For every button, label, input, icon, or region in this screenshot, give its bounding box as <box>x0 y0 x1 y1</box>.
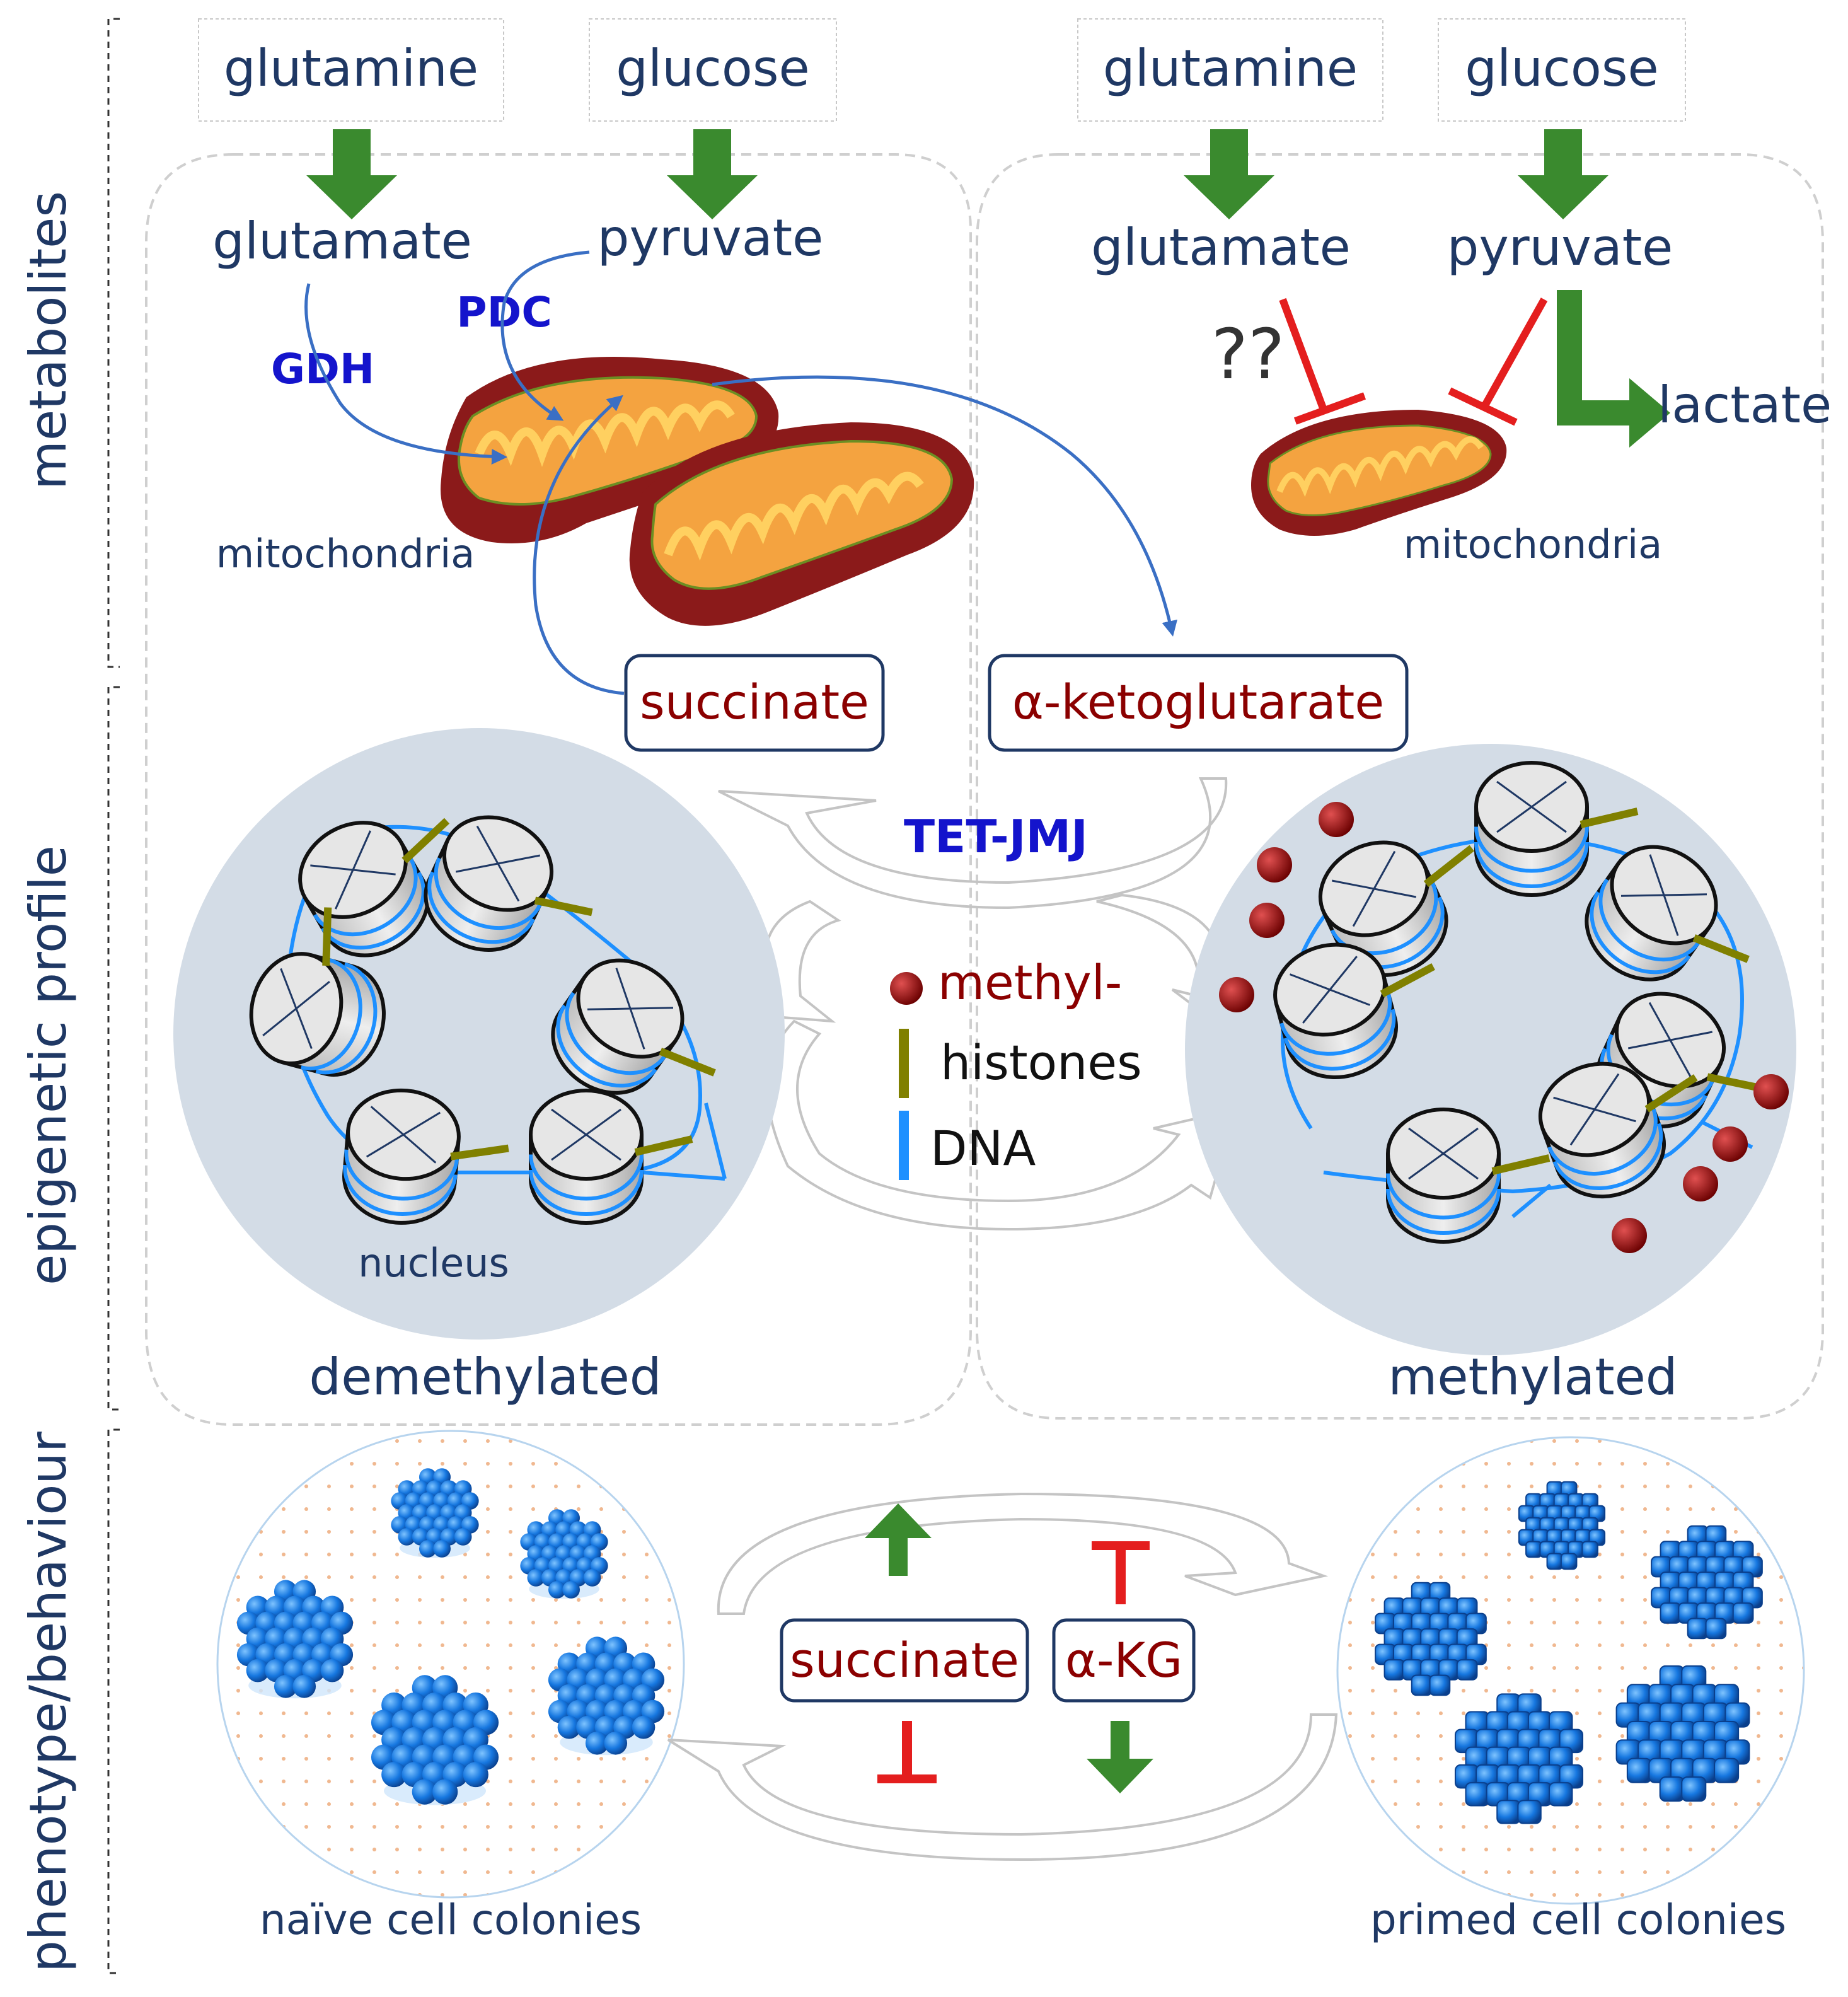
legend-methyl-swatch <box>890 972 923 1005</box>
mitochondria-label-right: mitochondria <box>1404 521 1663 567</box>
primed-colony-2 <box>1375 1582 1487 1696</box>
cycle-arrows-phenotype <box>667 1492 1338 1861</box>
legend-dna-swatch <box>899 1111 909 1180</box>
nucleosome-left-0 <box>298 818 450 958</box>
naive-colony-0 <box>391 1468 479 1558</box>
nucleosome-left-5 <box>529 1089 693 1225</box>
succinate-box <box>624 654 885 752</box>
mitochondrion-right <box>1251 410 1507 536</box>
glutamine-box-right <box>1077 18 1383 122</box>
pyruvate-label-left: pyruvate <box>598 209 824 267</box>
legend: methyl- histones DNA <box>890 954 1142 1180</box>
methyl-group-1 <box>1257 847 1292 883</box>
naive-colonies-label: naïve cell colonies <box>260 1896 642 1944</box>
methyl-group-6 <box>1683 1166 1718 1201</box>
succinate-box-small <box>780 1618 1029 1703</box>
glutamine-label-right: glutamine <box>1103 39 1358 98</box>
inhibition-marks-right <box>1279 298 1548 426</box>
naive-colony-4 <box>548 1636 665 1756</box>
glutamine-label-left: glutamine <box>224 39 478 98</box>
methyl-group-2 <box>1249 903 1285 938</box>
methyl-group-7 <box>1612 1218 1647 1253</box>
nucleosome-right-1 <box>1474 761 1639 897</box>
nucleus-label: nucleus <box>358 1240 509 1286</box>
metabolic-flow-arrows <box>304 250 1177 695</box>
nucleosome-right-2 <box>1585 845 1750 981</box>
glucose-box-right <box>1438 18 1686 122</box>
pyruvate-label-right: pyruvate <box>1447 218 1673 277</box>
methyl-group-5 <box>1712 1126 1748 1162</box>
glucose-label-right: glucose <box>1465 39 1659 98</box>
primed-colonies <box>1375 1481 1763 1824</box>
naive-colony-1 <box>520 1509 608 1599</box>
unknown-label: ?? <box>1211 314 1285 395</box>
glutamate-label-left: glutamate <box>212 212 472 270</box>
naive-colony-3 <box>371 1675 499 1805</box>
inhibit-red-top <box>1092 1541 1150 1604</box>
mitochondrion-left-1 <box>441 357 779 543</box>
succinate-label-small: succinate <box>790 1632 1019 1688</box>
naive-colony-2 <box>236 1580 354 1699</box>
primed-colony-3 <box>1454 1693 1584 1824</box>
inhibit-red-bottom <box>877 1721 937 1783</box>
succinate-label: succinate <box>640 674 869 730</box>
legend-histones-label: histones <box>940 1034 1142 1091</box>
down-arrow-green <box>1087 1721 1153 1793</box>
methyl-groups <box>1219 802 1789 1253</box>
nucleosomes-right <box>1273 761 1765 1244</box>
glucose-box-left <box>589 18 837 122</box>
section-label-epigenetic: epigenetic profile <box>19 845 78 1285</box>
methylated-label: methylated <box>1388 1348 1677 1406</box>
glutamine-box-left <box>198 18 504 122</box>
nucleosome-right-3 <box>1273 942 1435 1079</box>
primed-colony-4 <box>1615 1665 1750 1802</box>
akg-box-small <box>1052 1618 1196 1703</box>
green-arrows-left <box>306 129 758 219</box>
akg-label-small: α-KG <box>1065 1632 1182 1688</box>
akg-label: α-ketoglutarate <box>1012 674 1384 730</box>
methyl-group-3 <box>1219 977 1254 1012</box>
methyl-group-4 <box>1753 1074 1789 1109</box>
primed-colony-0 <box>1518 1481 1606 1570</box>
lactate-label: lactate <box>1658 376 1832 434</box>
enzyme-label: TET-JMJ <box>904 810 1088 863</box>
nucleosome-left-4 <box>342 1088 509 1225</box>
section-brackets <box>107 18 120 1974</box>
nucleosome-left-3 <box>249 907 386 1077</box>
section-label-phenotype: phenotype/behaviour <box>19 1432 78 1972</box>
regulation-marks <box>865 1503 1153 1793</box>
cell-outlines <box>145 153 1824 1426</box>
nucleosomes-left <box>249 815 716 1225</box>
nucleosome-right-6 <box>1386 1108 1551 1244</box>
legend-dna-label: DNA <box>930 1120 1036 1176</box>
primed-colonies-label: primed cell colonies <box>1370 1896 1786 1944</box>
primed-colony-1 <box>1651 1525 1763 1640</box>
nucleosome-right-5 <box>1538 1062 1698 1199</box>
akg-box <box>988 654 1409 752</box>
up-arrow-green <box>865 1503 932 1576</box>
nucleosome-left-1 <box>424 815 593 952</box>
mitochondrion-left-2 <box>629 422 974 626</box>
nucleosome-left-2 <box>551 958 716 1095</box>
methyl-group-0 <box>1319 802 1354 837</box>
legend-methyl-label: methyl- <box>938 954 1122 1010</box>
naive-colonies <box>236 1468 665 1805</box>
glucose-label-left: glucose <box>616 39 810 98</box>
mitochondria-label-left: mitochondria <box>216 531 475 577</box>
section-label-metabolites: metabolites <box>19 191 78 490</box>
demethylated-label: demethylated <box>309 1348 661 1406</box>
legend-histones-swatch <box>899 1029 909 1098</box>
green-arrows-right <box>1184 129 1670 448</box>
glutamate-label-right: glutamate <box>1091 218 1351 277</box>
